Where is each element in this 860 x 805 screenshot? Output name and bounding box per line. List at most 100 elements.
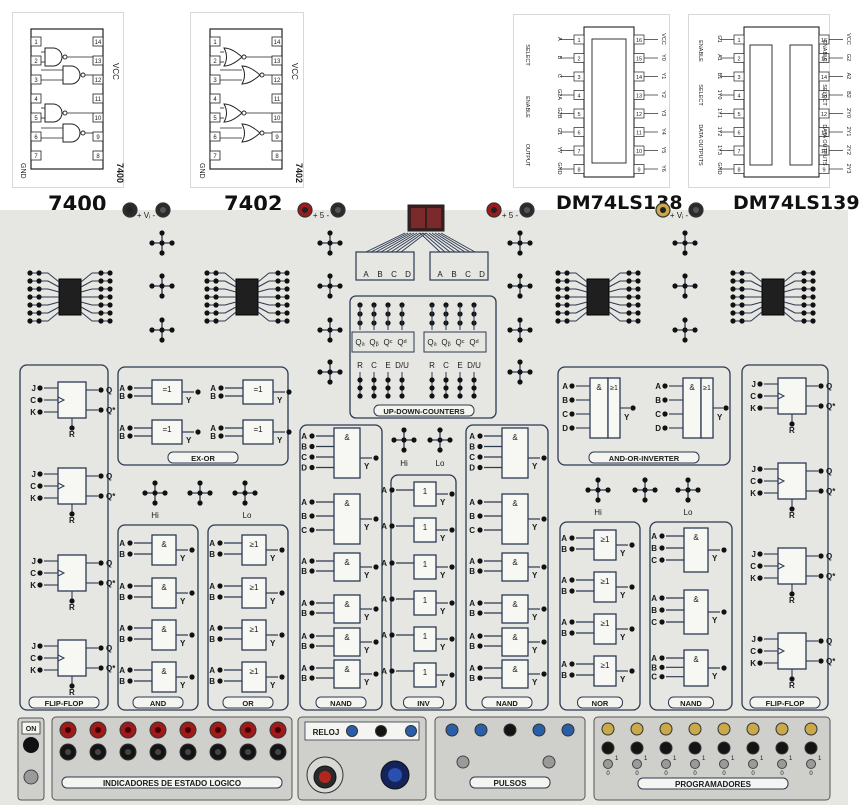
jack-socket[interactable]: [642, 497, 648, 503]
jack-socket[interactable]: [477, 527, 483, 533]
jack-socket[interactable]: [818, 658, 824, 664]
jack-socket[interactable]: [569, 577, 575, 583]
jack-socket[interactable]: [98, 645, 104, 651]
jack-socket[interactable]: [389, 632, 395, 638]
jack-socket[interactable]: [672, 327, 678, 333]
jack-socket[interactable]: [662, 425, 668, 431]
jack-socket[interactable]: [218, 425, 224, 431]
jack-socket[interactable]: [204, 318, 210, 324]
jack-socket[interactable]: [659, 664, 665, 670]
jack-socket[interactable]: [801, 286, 807, 292]
jack-socket[interactable]: [389, 487, 395, 493]
jack-socket[interactable]: [279, 674, 285, 680]
jack-socket[interactable]: [569, 535, 575, 541]
jack-socket[interactable]: [213, 310, 219, 316]
jack-socket[interactable]: [152, 490, 158, 496]
jack-socket[interactable]: [69, 511, 75, 517]
jack-socket[interactable]: [635, 310, 641, 316]
jack-socket[interactable]: [337, 283, 343, 289]
jack-socket[interactable]: [517, 379, 523, 385]
jack-socket[interactable]: [477, 558, 483, 564]
jack-socket[interactable]: [327, 327, 333, 333]
jack-socket[interactable]: [373, 671, 379, 677]
jack-socket[interactable]: [810, 278, 816, 284]
jack-socket[interactable]: [217, 551, 223, 557]
jack-socket[interactable]: [659, 557, 665, 563]
jack-socket[interactable]: [541, 671, 547, 677]
jack-socket[interactable]: [443, 393, 449, 399]
jack-socket[interactable]: [757, 575, 763, 581]
jack-socket[interactable]: [357, 385, 363, 391]
jack-socket[interactable]: [569, 411, 575, 417]
jack-socket[interactable]: [327, 283, 333, 289]
jack-socket[interactable]: [477, 499, 483, 505]
programmer-toggle-switch[interactable]: [719, 759, 729, 769]
jack-socket[interactable]: [27, 294, 33, 300]
jack-socket[interactable]: [217, 540, 223, 546]
jack-socket[interactable]: [159, 250, 165, 256]
jack-socket[interactable]: [659, 533, 665, 539]
jack-socket[interactable]: [818, 638, 824, 644]
jack-socket[interactable]: [337, 369, 343, 375]
jack-socket[interactable]: [564, 294, 570, 300]
jack-socket[interactable]: [317, 369, 323, 375]
jack-socket[interactable]: [327, 359, 333, 365]
jack-socket[interactable]: [517, 369, 523, 375]
jack-socket[interactable]: [309, 675, 315, 681]
jack-socket[interactable]: [327, 369, 333, 375]
jack-socket[interactable]: [477, 513, 483, 519]
jack-socket[interactable]: [629, 626, 635, 632]
jack-socket[interactable]: [541, 606, 547, 612]
jack-socket[interactable]: [317, 327, 323, 333]
jack-socket[interactable]: [569, 546, 575, 552]
programmer-output-jack[interactable]: [717, 741, 731, 755]
programmer-output-jack[interactable]: [775, 741, 789, 755]
jack-socket[interactable]: [595, 477, 601, 483]
jack-socket[interactable]: [309, 527, 315, 533]
jack-socket[interactable]: [127, 551, 133, 557]
jack-socket[interactable]: [36, 302, 42, 308]
jack-socket[interactable]: [517, 230, 523, 236]
jack-socket[interactable]: [37, 483, 43, 489]
jack-socket[interactable]: [437, 437, 443, 443]
jack-socket[interactable]: [127, 393, 133, 399]
jack-socket[interactable]: [197, 500, 203, 506]
jack-socket[interactable]: [659, 655, 665, 661]
jack-socket[interactable]: [757, 478, 763, 484]
jack-socket[interactable]: [127, 385, 133, 391]
jack-socket[interactable]: [275, 318, 281, 324]
jack-socket[interactable]: [217, 667, 223, 673]
jack-socket[interactable]: [213, 270, 219, 276]
jack-socket[interactable]: [337, 327, 343, 333]
jack-socket[interactable]: [217, 678, 223, 684]
jack-socket[interactable]: [37, 582, 43, 588]
jack-socket[interactable]: [757, 636, 763, 642]
jack-socket[interactable]: [541, 564, 547, 570]
jack-socket[interactable]: [327, 379, 333, 385]
jack-socket[interactable]: [169, 240, 175, 246]
jack-socket[interactable]: [730, 302, 736, 308]
jack-socket[interactable]: [36, 278, 42, 284]
jack-socket[interactable]: [204, 278, 210, 284]
jack-socket[interactable]: [527, 369, 533, 375]
jack-socket[interactable]: [36, 294, 42, 300]
jack-socket[interactable]: [373, 606, 379, 612]
jack-socket[interactable]: [373, 639, 379, 645]
jack-socket[interactable]: [127, 425, 133, 431]
jack-socket[interactable]: [373, 516, 379, 522]
jack-socket[interactable]: [357, 393, 363, 399]
jack-socket[interactable]: [309, 665, 315, 671]
jack-socket[interactable]: [801, 302, 807, 308]
jack-socket[interactable]: [159, 240, 165, 246]
jack-socket[interactable]: [541, 455, 547, 461]
jack-socket[interactable]: [629, 668, 635, 674]
jack-socket[interactable]: [564, 270, 570, 276]
jack-socket[interactable]: [69, 425, 75, 431]
power-toggle-switch[interactable]: [23, 769, 39, 785]
jack-socket[interactable]: [189, 590, 195, 596]
jack-socket[interactable]: [371, 385, 377, 391]
jack-socket[interactable]: [739, 286, 745, 292]
jack-socket[interactable]: [213, 278, 219, 284]
jack-socket[interactable]: [632, 487, 638, 493]
jack-socket[interactable]: [327, 317, 333, 323]
